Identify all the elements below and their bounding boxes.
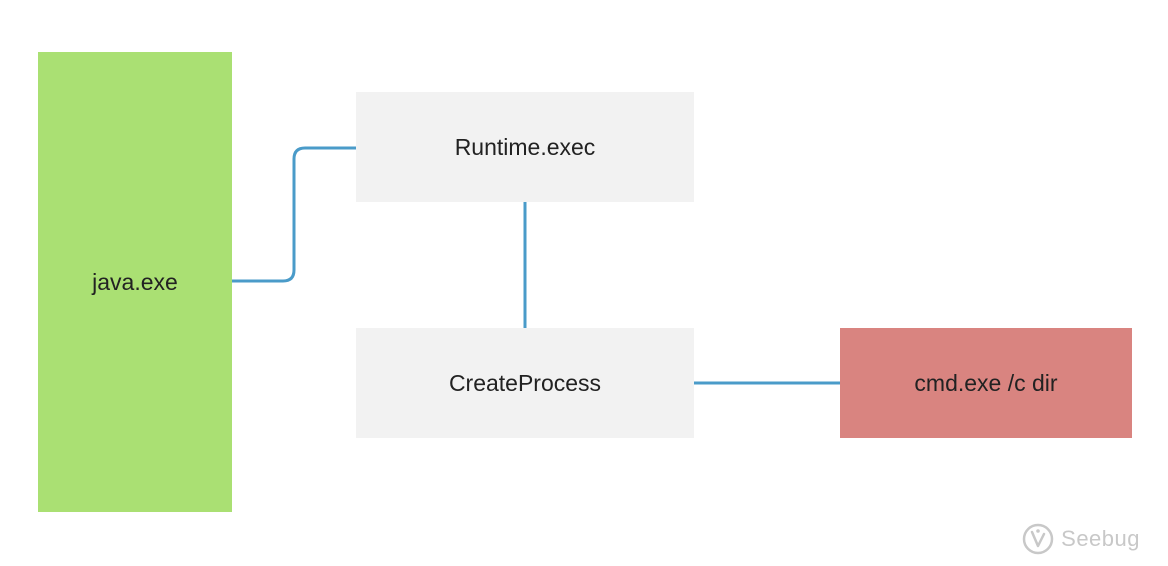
- runtime-exec-node: Runtime.exec: [356, 92, 694, 202]
- cmd-exe-label: cmd.exe /c dir: [914, 369, 1058, 396]
- seebug-watermark: Seebug: [1021, 522, 1140, 556]
- create-process-label: CreateProcess: [448, 369, 602, 396]
- java-exe-node: java.exe: [38, 52, 232, 512]
- cmd-exe-node: cmd.exe /c dir: [840, 328, 1132, 438]
- create-process-node: CreateProcess: [356, 328, 694, 438]
- seebug-logo-icon: [1022, 523, 1054, 555]
- watermark-text: Seebug: [1061, 526, 1140, 551]
- connector-java-runtime: [232, 146, 356, 283]
- runtime-exec-label: Runtime.exec: [454, 133, 596, 160]
- java-exe-label: java.exe: [92, 268, 178, 295]
